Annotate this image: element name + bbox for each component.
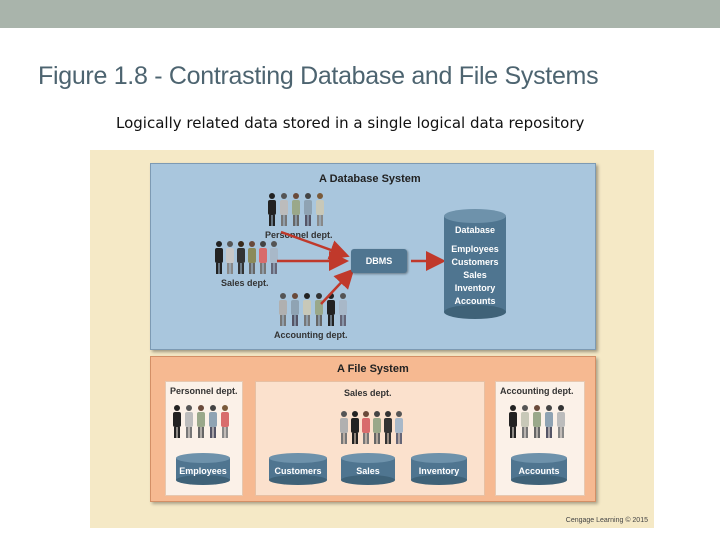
database-item: Accounts xyxy=(454,296,496,306)
database-system-panel: A Database System Personnel dept. Sales … xyxy=(150,163,596,350)
db-accounting-label: Accounting dept. xyxy=(274,330,348,340)
fs-customers-cylinder-icon xyxy=(269,453,327,485)
fs-sales-file-label: Sales xyxy=(356,466,380,476)
db-sales-label: Sales dept. xyxy=(221,278,269,288)
database-item: Employees xyxy=(451,244,499,254)
top-bar xyxy=(0,0,720,28)
image-credit: Cengage Learning © 2015 xyxy=(565,517,648,524)
fs-accounts-cylinder-icon xyxy=(511,453,567,485)
database-contents: Database Employees Customers Sales Inven… xyxy=(443,224,507,308)
fs-customers-label: Customers xyxy=(274,466,322,476)
dbms-arrows xyxy=(277,230,446,305)
database-item: Customers xyxy=(451,257,499,267)
fs-employees-label: Employees xyxy=(179,466,227,476)
fs-employees-cylinder-icon xyxy=(176,453,230,485)
db-personnel-label: Personnel dept. xyxy=(265,230,333,240)
dbms-box: DBMS xyxy=(351,249,407,273)
fs-personnel-label: Personnel dept. xyxy=(170,386,238,396)
database-cylinder-icon xyxy=(444,209,506,319)
fs-accounting-people-icon xyxy=(509,405,565,438)
figure: A Database System Personnel dept. Sales … xyxy=(90,150,654,528)
file-system-panel: A File System Personnel dept. Employees … xyxy=(150,356,596,502)
fs-sales-cylinder-icon xyxy=(341,453,395,485)
personnel-people-icon xyxy=(268,193,324,226)
fs-accounting-box: Accounting dept. Accounts xyxy=(495,381,585,496)
fs-personnel-people-icon xyxy=(173,405,229,438)
fs-sales-box: Sales dept. Customers Sales xyxy=(255,381,485,496)
database-item: Inventory xyxy=(454,283,496,293)
slide-subtitle: Logically related data stored in a singl… xyxy=(116,114,585,132)
fs-accounts-label: Accounts xyxy=(518,466,560,476)
fs-accounting-label: Accounting dept. xyxy=(500,386,574,396)
fs-inventory-cylinder-icon xyxy=(411,453,467,485)
fs-sales-label: Sales dept. xyxy=(344,388,392,398)
database-system-title: A Database System xyxy=(319,173,421,185)
fs-sales-people-icon xyxy=(340,411,403,444)
accounting-people-icon xyxy=(279,293,347,326)
sales-people-icon xyxy=(215,241,278,274)
database-item: Sales xyxy=(463,270,487,280)
dbms-label: DBMS xyxy=(365,256,393,266)
database-title: Database xyxy=(454,225,496,235)
file-system-title: A File System xyxy=(337,363,409,375)
fs-personnel-box: Personnel dept. Employees xyxy=(165,381,243,496)
fs-inventory-label: Inventory xyxy=(418,466,460,476)
slide-title: Figure 1.8 - Contrasting Database and Fi… xyxy=(38,62,599,90)
